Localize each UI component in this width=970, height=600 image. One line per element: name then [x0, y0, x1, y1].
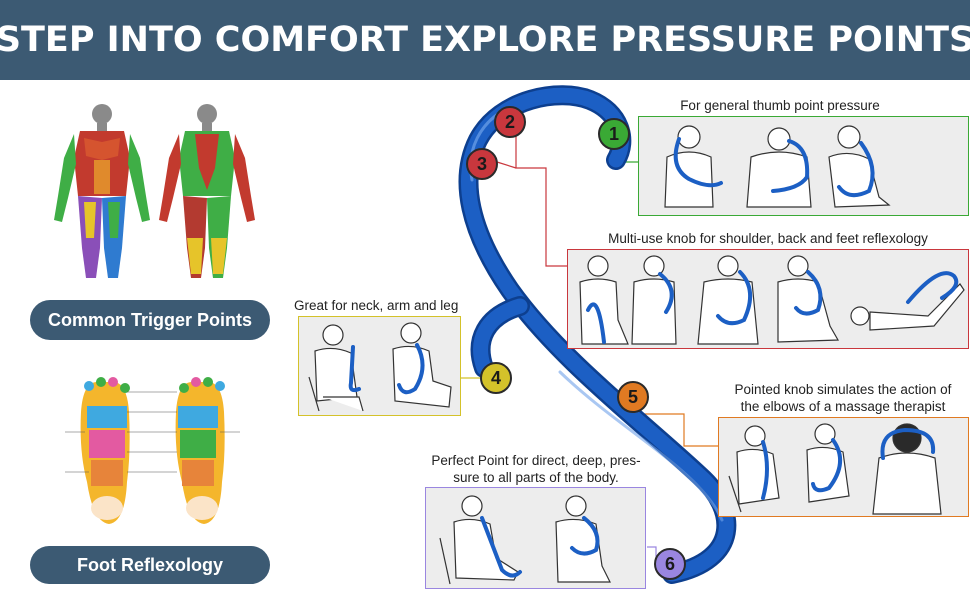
common-trigger-points-label: Common Trigger Points [30, 300, 270, 340]
point-5-badge: 5 [617, 381, 649, 413]
point-4-badge: 4 [480, 362, 512, 394]
connector-5 [633, 413, 718, 447]
thumb-pressure-illustrations [664, 125, 891, 208]
point-6-caption-line2: sure to all parts of the body. [453, 470, 619, 485]
point-1-panel [638, 116, 969, 216]
multi-use-illustrations [579, 255, 965, 345]
point-3-caption: Multi-use knob for shoulder, back and fe… [608, 231, 928, 246]
right-foot-map [175, 377, 225, 524]
point-6-badge: 6 [654, 548, 686, 580]
point-6-caption: Perfect Point for direct, deep, pres- su… [416, 452, 656, 486]
front-body-figure [54, 104, 150, 278]
point-1-caption: For general thumb point pressure [680, 98, 880, 113]
point-5-caption: Pointed knob simulates the action of the… [716, 381, 970, 415]
back-body-figure [159, 104, 255, 278]
point-2-badge: 2 [494, 106, 526, 138]
point-4-caption: Great for neck, arm and leg [294, 298, 459, 313]
point-6-panel [425, 487, 646, 589]
left-foot-map [80, 377, 130, 524]
point-5-panel [718, 417, 969, 517]
point-1-badge: 1 [598, 118, 630, 150]
point-3-panel [567, 249, 969, 349]
deep-pressure-illustrations [439, 495, 611, 585]
point-3-badge: 3 [466, 148, 498, 180]
point-4-panel [298, 316, 461, 416]
foot-reflexology-chart [65, 377, 240, 524]
connector-2 [515, 135, 568, 267]
connector-3 [496, 161, 517, 169]
muscle-anatomy-illustration [54, 104, 255, 278]
page-title: STEP INTO COMFORT EXPLORE PRESSURE POINT… [0, 20, 970, 60]
header-banner: STEP INTO COMFORT EXPLORE PRESSURE POINT… [0, 0, 970, 80]
elbow-action-illustrations [728, 423, 942, 515]
neck-arm-leg-illustrations [308, 322, 452, 412]
point-5-caption-line1: Pointed knob simulates the action of [734, 382, 952, 397]
point-5-caption-line2: the elbows of a massage therapist [740, 399, 946, 414]
point-6-caption-line1: Perfect Point for direct, deep, pres- [431, 453, 641, 468]
foot-reflexology-label: Foot Reflexology [30, 546, 270, 584]
